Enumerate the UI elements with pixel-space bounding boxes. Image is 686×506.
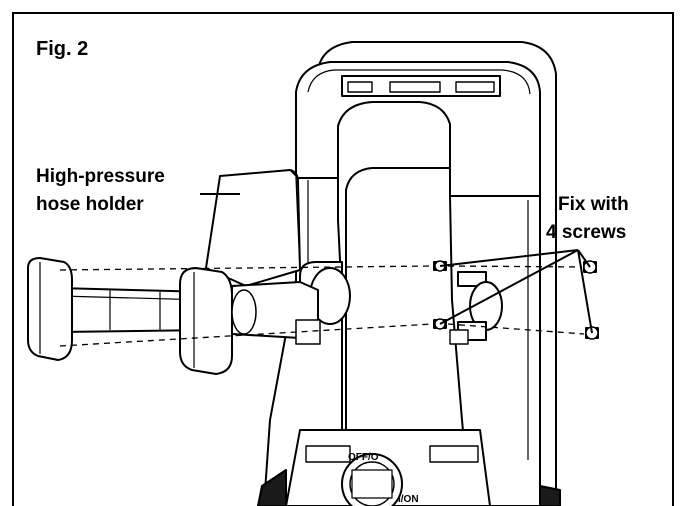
- hose-holder-part: [27, 169, 321, 375]
- alignment-lines: [59, 265, 585, 347]
- screws-leader-line-3: [439, 249, 579, 325]
- screws-leader-line-4: [577, 249, 593, 334]
- hose-holder-label-line2: hose holder: [36, 194, 144, 215]
- screws-label-line1: Fix with: [558, 194, 629, 215]
- hose-holder-label-line1: High-pressure: [36, 166, 165, 187]
- screws-leader-line-2: [577, 249, 591, 268]
- screws-leader-line-1: [439, 249, 579, 267]
- switch-on-label: I/ON: [398, 494, 419, 505]
- figure-title: Fig. 2: [36, 38, 89, 60]
- screws-label-line2: 4 screws: [546, 222, 627, 243]
- power-switch-knob: [341, 453, 403, 506]
- switch-off-label: OFF/O: [348, 452, 379, 463]
